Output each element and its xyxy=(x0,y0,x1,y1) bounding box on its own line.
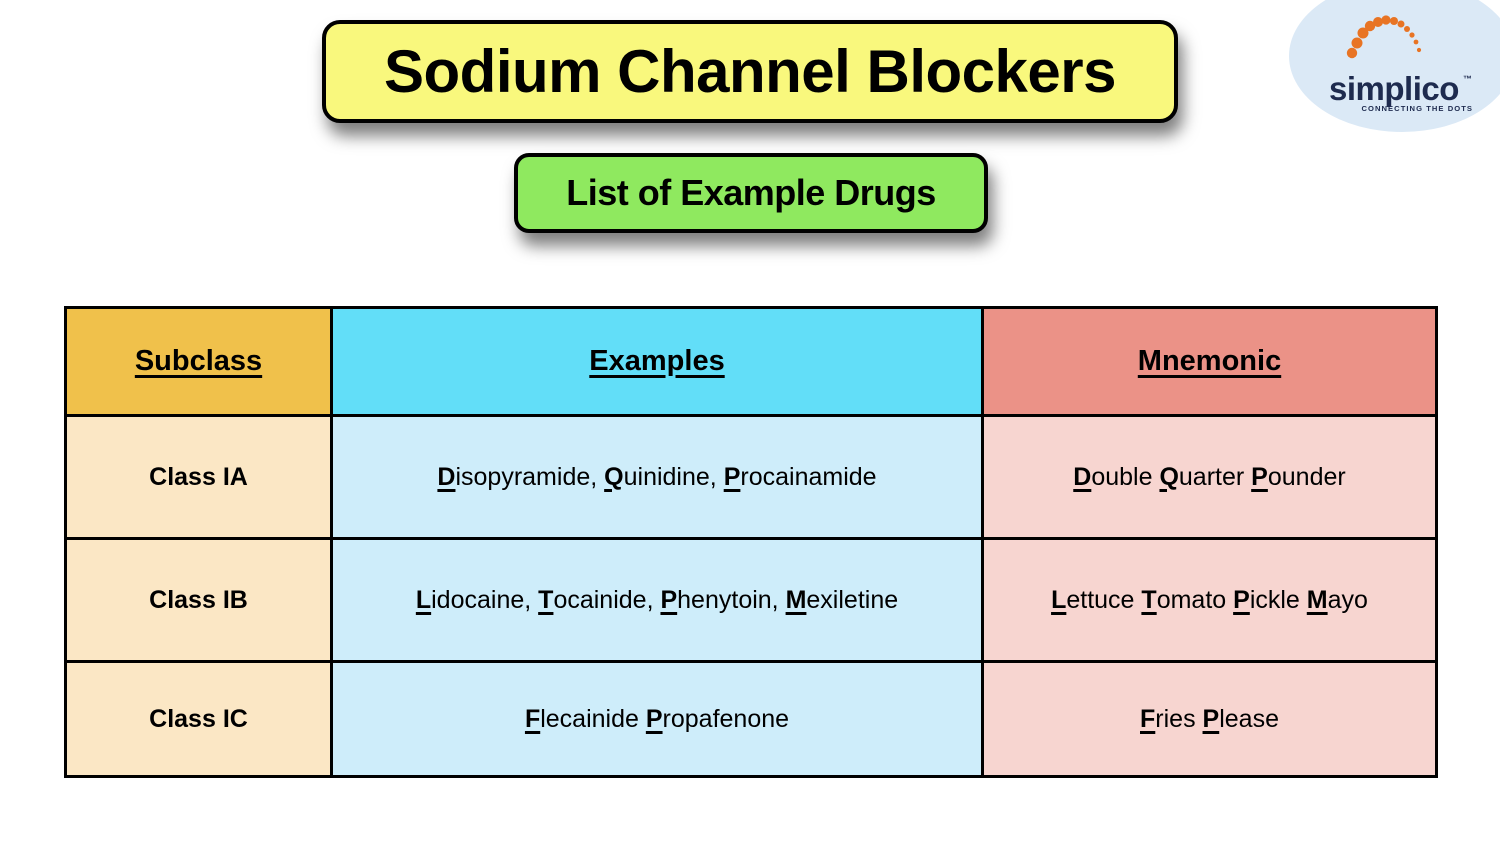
lead-letter: Q xyxy=(1159,462,1179,491)
simplico-logo: simplico ™ CONNECTING THE DOTS xyxy=(1285,0,1500,132)
subtitle-badge: List of Example Drugs xyxy=(514,153,988,233)
lead-letter: P xyxy=(1251,462,1268,491)
subclass-cell: Class IB xyxy=(64,537,333,663)
examples-cell: Flecainide Propafenone xyxy=(330,660,984,778)
header-subclass: Subclass xyxy=(64,306,333,417)
lead-letter: T xyxy=(1141,585,1157,614)
lead-letter: T xyxy=(538,585,554,614)
mnemonic-cell: Lettuce Tomato Pickle Mayo xyxy=(981,537,1438,663)
table-row-class-ib: Class IB Lidocaine, Tocainide, Phenytoin… xyxy=(64,537,1438,663)
lead-letter: Q xyxy=(604,462,624,491)
logo-trademark: ™ xyxy=(1463,74,1472,84)
header-examples: Examples xyxy=(330,306,984,417)
page-title: Sodium Channel Blockers xyxy=(384,38,1117,105)
lead-letter: M xyxy=(785,585,807,614)
examples-cell: Disopyramide, Quinidine, Procainamide xyxy=(330,414,984,540)
lead-letter: P xyxy=(660,585,678,614)
lead-letter: L xyxy=(1051,585,1067,614)
table-row-class-ic: Class IC Flecainide Propafenone Fries Pl… xyxy=(64,660,1438,778)
page-subtitle: List of Example Drugs xyxy=(566,172,936,213)
logo-bubble xyxy=(1289,0,1500,132)
mnemonic-cell: Fries Please xyxy=(981,660,1438,778)
lead-letter: L xyxy=(415,585,432,614)
lead-letter: F xyxy=(524,704,541,733)
lead-letter: P xyxy=(1202,704,1220,733)
lead-letter: D xyxy=(437,462,456,491)
table-header-row: Subclass Examples Mnemonic xyxy=(64,306,1438,417)
examples-cell: Lidocaine, Tocainide, Phenytoin, Mexilet… xyxy=(330,537,984,663)
table-row-class-ia: Class IA Disopyramide, Quinidine, Procai… xyxy=(64,414,1438,540)
lead-letter: P xyxy=(723,462,741,491)
subclass-cell: Class IA xyxy=(64,414,333,540)
logo-brand-text: simplico xyxy=(1329,70,1459,107)
lead-letter: P xyxy=(645,704,663,733)
header-mnemonic: Mnemonic xyxy=(981,306,1438,417)
logo-dots-arc-icon xyxy=(1346,15,1422,59)
title-badge: Sodium Channel Blockers xyxy=(322,20,1178,123)
subclass-cell: Class IC xyxy=(64,660,333,778)
simplico-logo-svg: simplico ™ CONNECTING THE DOTS xyxy=(1289,0,1500,132)
logo-tagline: CONNECTING THE DOTS xyxy=(1362,104,1474,113)
lead-letter: M xyxy=(1306,585,1328,614)
lead-letter: D xyxy=(1073,462,1092,491)
lead-letter: P xyxy=(1233,585,1250,614)
lead-letter: F xyxy=(1140,704,1156,733)
mnemonic-cell: Double Quarter Pounder xyxy=(981,414,1438,540)
drug-table: Subclass Examples Mnemonic Class IA Diso… xyxy=(64,306,1438,778)
